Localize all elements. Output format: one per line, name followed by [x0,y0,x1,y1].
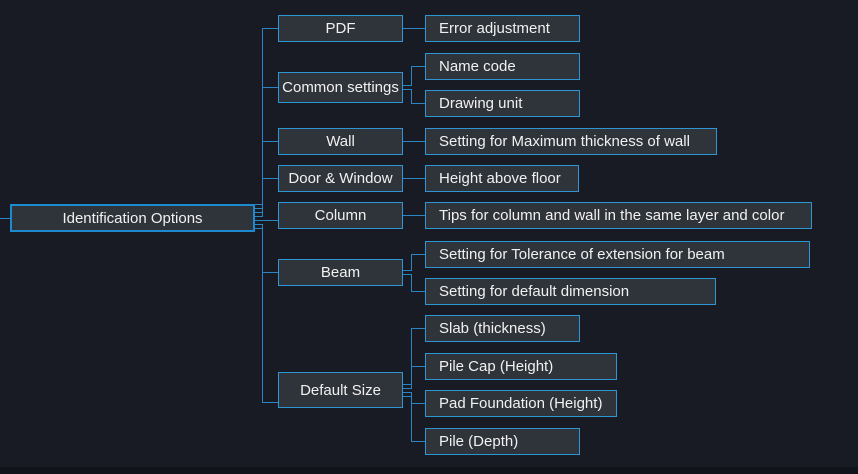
connector-root-common-settings [254,87,278,209]
node-pile-cap-height[interactable]: Pile Cap (Height) [425,353,617,380]
node-name-code[interactable]: Name code [425,53,580,80]
node-pdf[interactable]: PDF [278,15,403,42]
node-column[interactable]: Column [278,202,403,229]
node-max-thickness-of-wall[interactable]: Setting for Maximum thickness of wall [425,128,717,155]
node-tips-column-wall[interactable]: Tips for column and wall in the same lay… [425,202,812,229]
bottom-edge-strip [0,467,858,474]
node-door-window[interactable]: Door & Window [278,165,403,192]
connector-defaultsize-pad-foundation [403,392,425,404]
connector-defaultsize-slab [403,328,425,385]
connector-common-drawing-unit [403,89,425,104]
node-default-size[interactable]: Default Size [278,372,403,408]
connector-beam-default-dimension [403,274,425,292]
connector-root-beam [254,224,278,273]
node-tolerance-extension-beam[interactable]: Setting for Tolerance of extension for b… [425,241,810,268]
connector-root-default-size [254,228,278,403]
connector-beam-tolerance [403,254,425,271]
node-beam[interactable]: Beam [278,259,403,286]
node-error-adjustment[interactable]: Error adjustment [425,15,580,42]
node-slab-thickness[interactable]: Slab (thickness) [425,315,580,342]
connector-defaultsize-pile [403,396,425,442]
connector-common-name-code [403,66,425,86]
node-pile-depth[interactable]: Pile (Depth) [425,428,580,455]
connector-root-wall [254,141,278,213]
node-height-above-floor[interactable]: Height above floor [425,165,579,192]
node-default-dimension[interactable]: Setting for default dimension [425,278,716,305]
node-drawing-unit[interactable]: Drawing unit [425,90,580,117]
connector-defaultsize-pile-cap [403,366,425,389]
node-identification-options[interactable]: Identification Options [10,204,255,232]
node-wall[interactable]: Wall [278,128,403,155]
node-pad-foundation-height[interactable]: Pad Foundation (Height) [425,390,617,417]
connector-root-door-window [254,178,278,217]
node-common-settings[interactable]: Common settings [278,72,403,103]
